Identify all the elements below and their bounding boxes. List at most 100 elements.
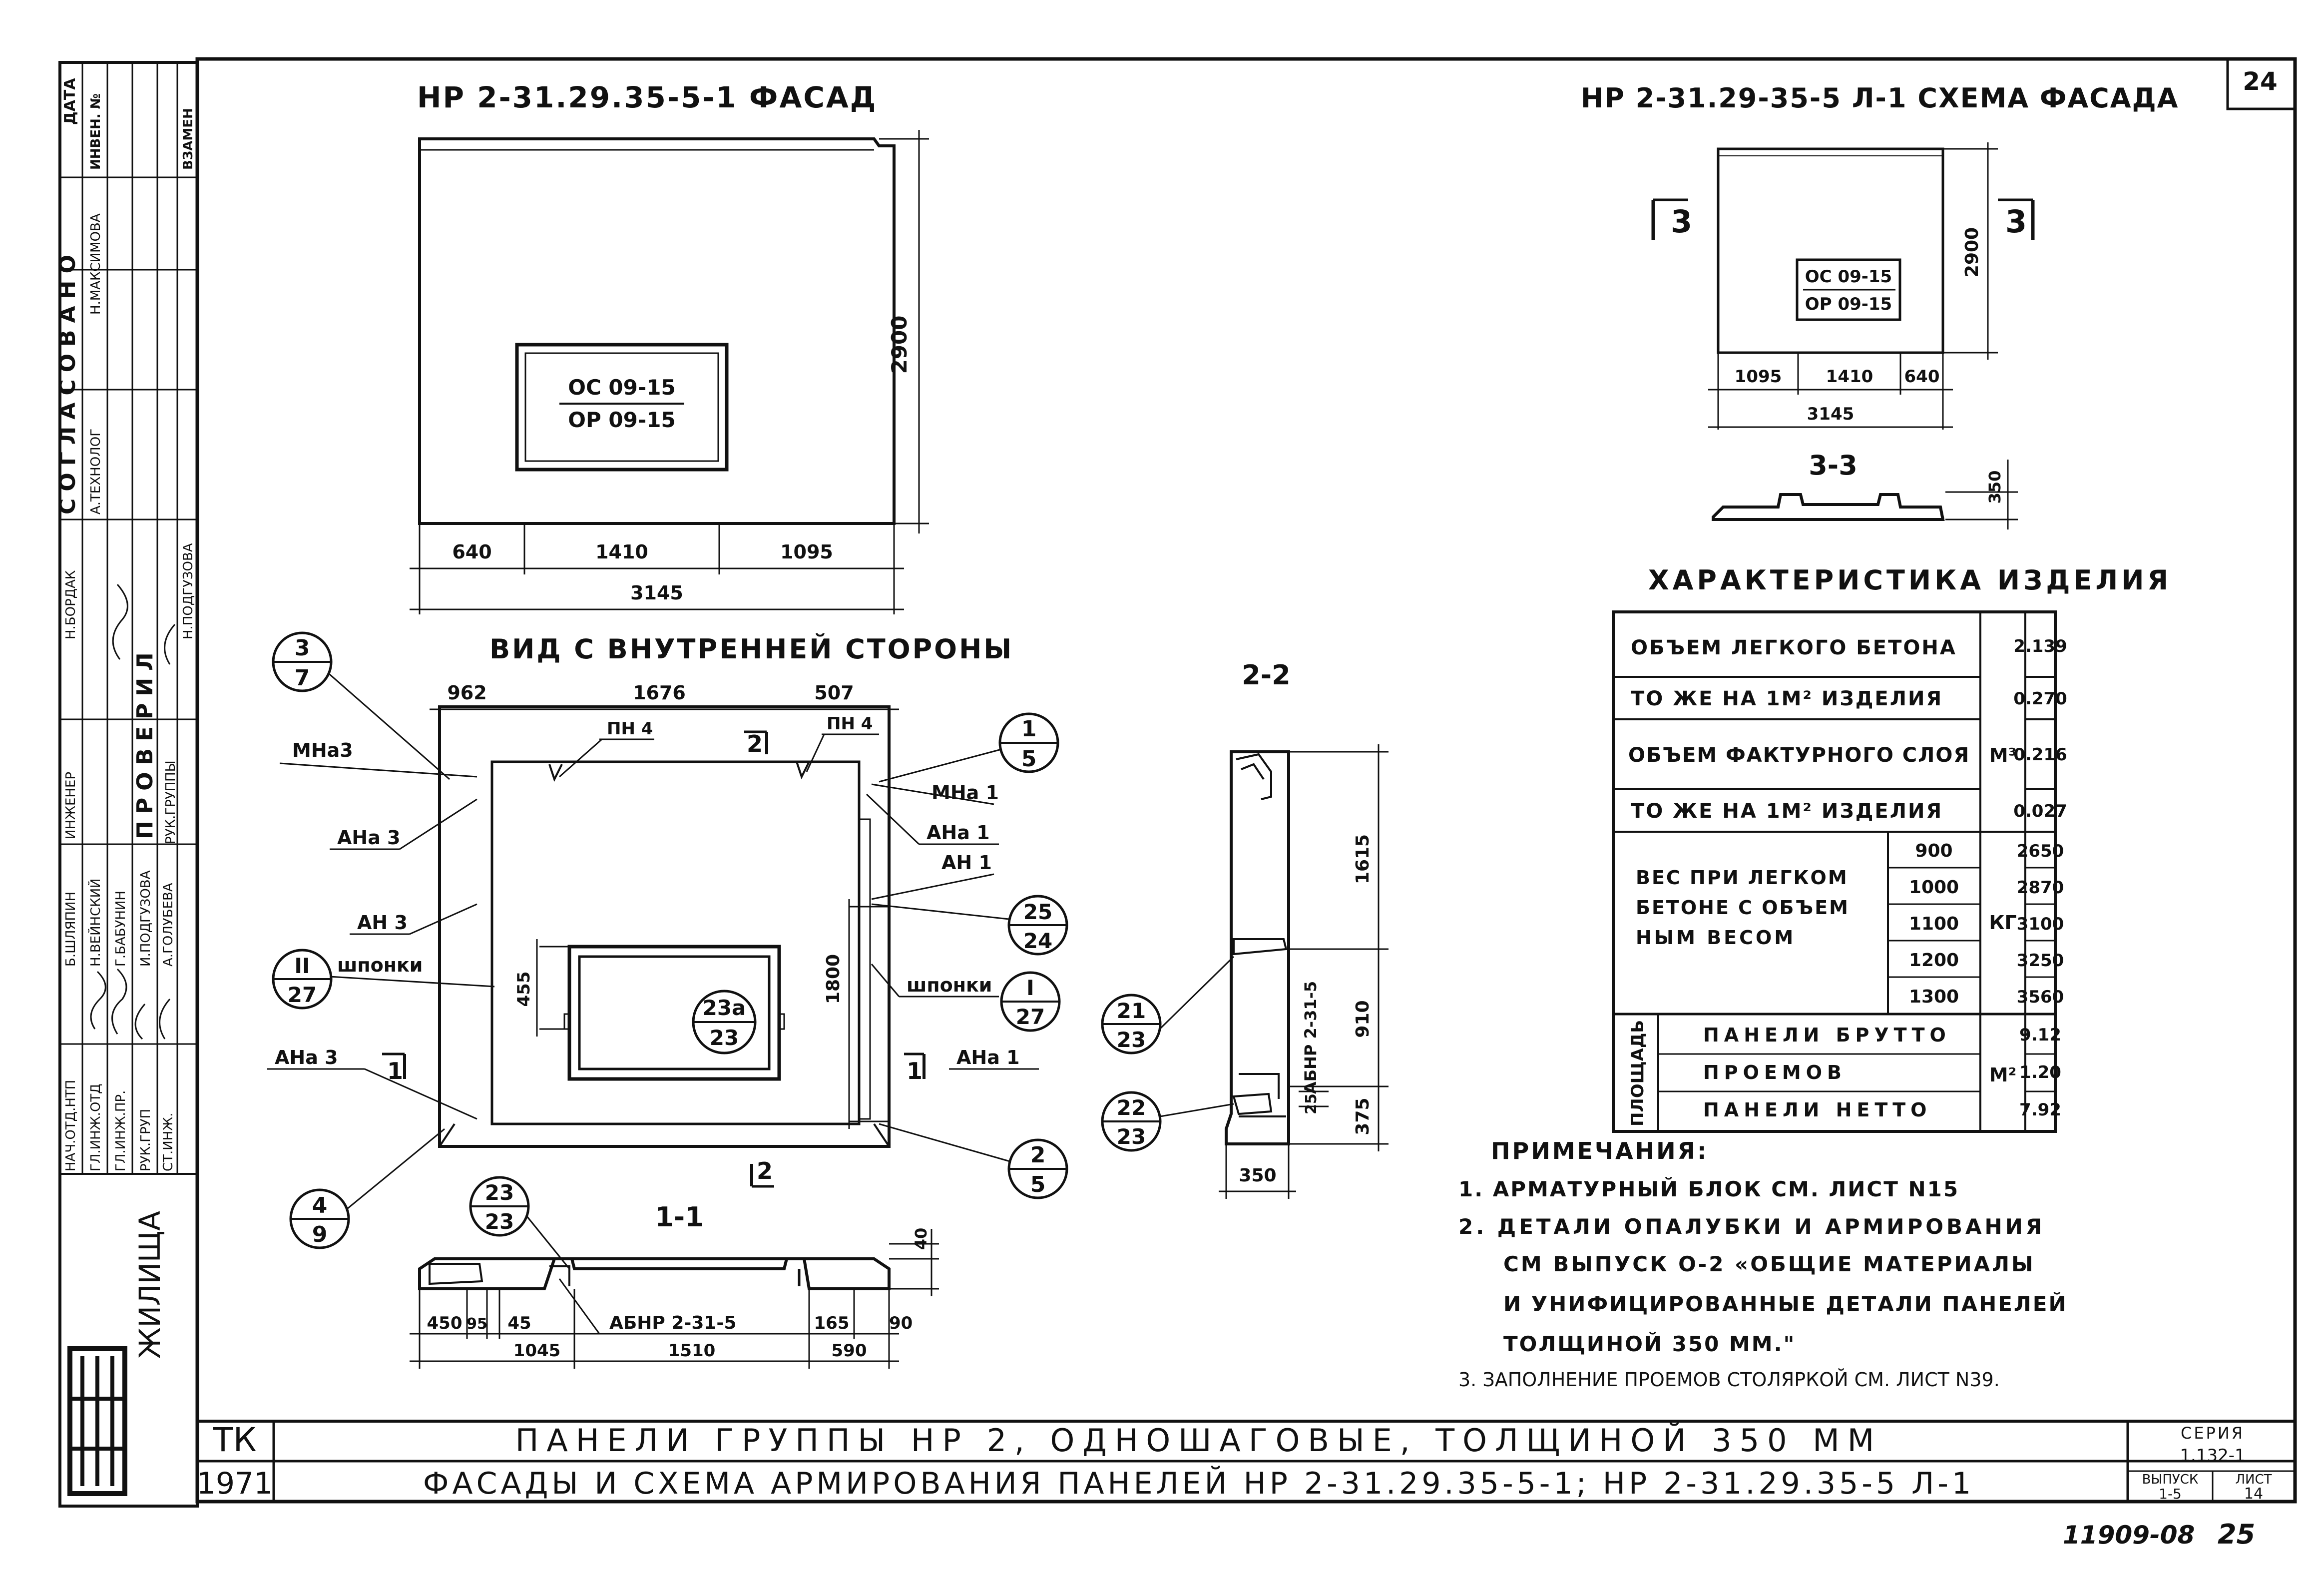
char-area-label: ПЛОЩАДЬ: [1628, 1020, 1648, 1126]
facade-dim-640: 640: [452, 541, 491, 563]
label-pn4-right: ПН 4: [827, 714, 873, 734]
char-row-3-label: ОБЪЕМ ФАКТУРНОГО СЛОЯ: [1628, 744, 1970, 767]
section-2-2-dim-1615: 1615: [1353, 834, 1373, 884]
label-ana3-top: АНа 3: [337, 827, 401, 849]
section-2-2-dim-25: 25: [1303, 1093, 1320, 1114]
facade-view: НР 2-31.29.35-5-1 ФАСАД ОС 09-15 ОР 09-1…: [410, 80, 929, 614]
inner-dim-507: 507: [814, 682, 854, 704]
section-2-2-dim-375: 375: [1353, 1097, 1373, 1135]
characteristics-title: ХАРАКТЕРИСТИКА ИЗДЕЛИЯ: [1648, 564, 2172, 596]
facade-dim-1410: 1410: [595, 541, 648, 563]
bubble-3-7: 3 7: [272, 631, 450, 780]
label-mna3: МНа3: [292, 739, 353, 761]
bubble-2-5: 2 5: [879, 1123, 1068, 1199]
section-1-1-dim-40: 40: [912, 1228, 930, 1250]
char-area-3-label: ПАНЕЛИ НЕТТО: [1703, 1099, 1931, 1121]
char-weight-2: 2870: [2017, 878, 2064, 898]
label-an1: АН 1: [941, 852, 992, 874]
svg-text:5: 5: [1021, 746, 1037, 772]
stamp-person-1: Б.ШЛЯПИН: [63, 892, 78, 967]
stamp-data-label: ДАТА: [61, 78, 79, 125]
section-2-2-title: 2-2: [1242, 659, 1291, 691]
section-2-2-dim-910: 910: [1353, 1000, 1373, 1038]
scheme-title: НР 2-31.29-35-5 Л-1 СХЕМА ФАСАДА: [1581, 82, 2179, 114]
scheme-opening-top: ОС 09-15: [1805, 267, 1892, 287]
char-row-4-value: 0.027: [2013, 801, 2067, 821]
title-block-seria-value: 1.132-1: [2180, 1446, 2245, 1466]
sheet-number: 24: [2243, 67, 2278, 96]
inner-dim-1800: 1800: [823, 954, 844, 1004]
svg-text:23: 23: [1117, 1028, 1146, 1052]
bottom-page-mark: 25: [2218, 1519, 2255, 1550]
inner-dim-962: 962: [447, 682, 486, 704]
title-block-line-1: ПАНЕЛИ ГРУППЫ НР 2, ОДНОШАГОВЫЕ, ТОЛЩИНО…: [515, 1422, 1882, 1459]
svg-text:21: 21: [1117, 999, 1146, 1023]
inner-view: ВИД С ВНУТРЕННЕЙ СТОРОНЫ 962 1676 507 ПН…: [267, 633, 1039, 1188]
notes-title: ПРИМЕЧАНИЯ:: [1491, 1137, 1709, 1164]
facade-title: НР 2-31.29.35-5-1 ФАСАД: [417, 80, 877, 114]
stamp-role-2: ГЛ.ИНЖ.ОТД: [88, 1083, 103, 1171]
bubble-4-9: 4 9: [289, 1128, 445, 1249]
stamp-person-4: И.ПОДГУЗОВА: [138, 870, 153, 967]
svg-text:4: 4: [312, 1193, 328, 1218]
title-block-list-value: 14: [2244, 1485, 2263, 1503]
svg-text:23: 23: [710, 1026, 739, 1050]
section-2-2-abnr: АБНР 2-31-5: [1301, 981, 1320, 1094]
svg-text:II: II: [294, 954, 310, 978]
bubble-23-23: 23 23: [469, 1176, 570, 1269]
stamp-role-3: ГЛ.ИНЖ.ПР.: [113, 1090, 128, 1171]
svg-text:1: 1: [1021, 716, 1037, 742]
title-block-list-label: ЛИСТ: [2235, 1472, 2272, 1487]
char-area-2-label: ПРОЕМОВ: [1703, 1061, 1847, 1083]
char-density-4: 1200: [1909, 950, 1959, 971]
section-2-2: 2-2 1615 910 375 25 АБНР 2-31-5 350: [1219, 659, 1389, 1199]
char-weight-3: 3100: [2017, 914, 2064, 934]
bubble-II-27: II 27: [272, 949, 333, 1010]
inner-cut-2-top: 2: [747, 730, 763, 757]
facade-height-dim: 2900: [887, 316, 912, 374]
bubble-1-5: 1 5: [879, 712, 1059, 783]
facade-opening-top: ОС 09-15: [568, 375, 675, 400]
stamp-agreed-name-2: Н.МАКСИМОВА: [88, 213, 103, 315]
char-area-1-value: 9.12: [2019, 1025, 2061, 1045]
char-area-3-value: 7.92: [2019, 1100, 2061, 1120]
char-weight-4: 3250: [2017, 951, 2064, 971]
side-stamp: ДАТА ИНВЕН. № ВЗАМЕН СОГЛАСОВАНО А.ТЕХНО…: [55, 61, 199, 1508]
char-row-2-value: 0.270: [2013, 689, 2067, 709]
bubble-23a-23: 23а 23: [692, 990, 757, 1054]
stamp-person-5: А.ГОЛУБЕВА: [161, 883, 176, 967]
stamp-checked-label: ПРОВЕРИЛ: [132, 645, 158, 839]
label-shponki-left: шпонки: [337, 954, 423, 976]
svg-text:I: I: [1026, 976, 1034, 1000]
svg-text:23: 23: [485, 1180, 514, 1205]
signature-scribble: [90, 584, 176, 1040]
char-density-3: 1100: [1909, 914, 1959, 934]
stamp-group-head-label: РУК.ГРУППЫ: [163, 760, 178, 844]
title-block-line-2: ФАСАДЫ И СХЕМА АРМИРОВАНИЯ ПАНЕЛЕЙ НР 2-…: [423, 1465, 1974, 1501]
inner-view-title: ВИД С ВНУТРЕННЕЙ СТОРОНЫ: [489, 633, 1013, 665]
notes: ПРИМЕЧАНИЯ: 1. АРМАТУРНЫЙ БЛОК СМ. ЛИСТ …: [1458, 1137, 2068, 1391]
note-line-6: 3. ЗАПОЛНЕНИЕ ПРОЕМОВ СТОЛЯРКОЙ СМ. ЛИСТ…: [1458, 1369, 2000, 1391]
label-mna1: МНа 1: [931, 782, 999, 804]
bubble-I-27: I 27: [1000, 971, 1061, 1032]
scheme-dim-3145: 3145: [1807, 404, 1855, 424]
note-line-5: ТОЛЩИНОЙ 350 ММ.": [1503, 1331, 1796, 1356]
section-1-1-dim-95: 95: [466, 1315, 487, 1333]
section-1-1-dim-90: 90: [889, 1313, 913, 1333]
char-row-4-label: ТО ЖЕ НА 1М² ИЗДЕЛИЯ: [1631, 800, 1943, 823]
section-1-1-dim-450: 450: [427, 1313, 463, 1333]
char-area-2-value: 1.20: [2019, 1062, 2061, 1082]
note-line-3: СМ ВЫПУСК О-2 «ОБЩИЕ МАТЕРИАЛЫ: [1503, 1252, 2035, 1276]
stamp-agreed-label: СОГЛАСОВАНО: [55, 248, 80, 515]
title-block-vypusk-label: ВЫПУСК: [2142, 1472, 2199, 1487]
scheme-view: НР 2-31.29-35-5 Л-1 СХЕМА ФАСАДА ОС 09-1…: [1581, 82, 2179, 529]
note-line-4: И УНИФИЦИРОВАННЫЕ ДЕТАЛИ ПАНЕЛЕЙ: [1503, 1291, 2068, 1316]
char-unit-m2: М²: [1989, 1064, 2016, 1086]
char-row-3-value: 0.216: [2013, 745, 2067, 765]
scheme-dim-1095: 1095: [1735, 367, 1782, 387]
title-block-seria-label: СЕРИЯ: [2181, 1424, 2245, 1443]
title-block-vypusk-value: 1-5: [2159, 1486, 2182, 1502]
section-1-1-abnr: АБНР 2-31-5: [609, 1313, 736, 1333]
char-area-1-label: ПАНЕЛИ БРУТТО: [1703, 1024, 1951, 1046]
section-3-3-dim: 350: [1985, 471, 2004, 504]
